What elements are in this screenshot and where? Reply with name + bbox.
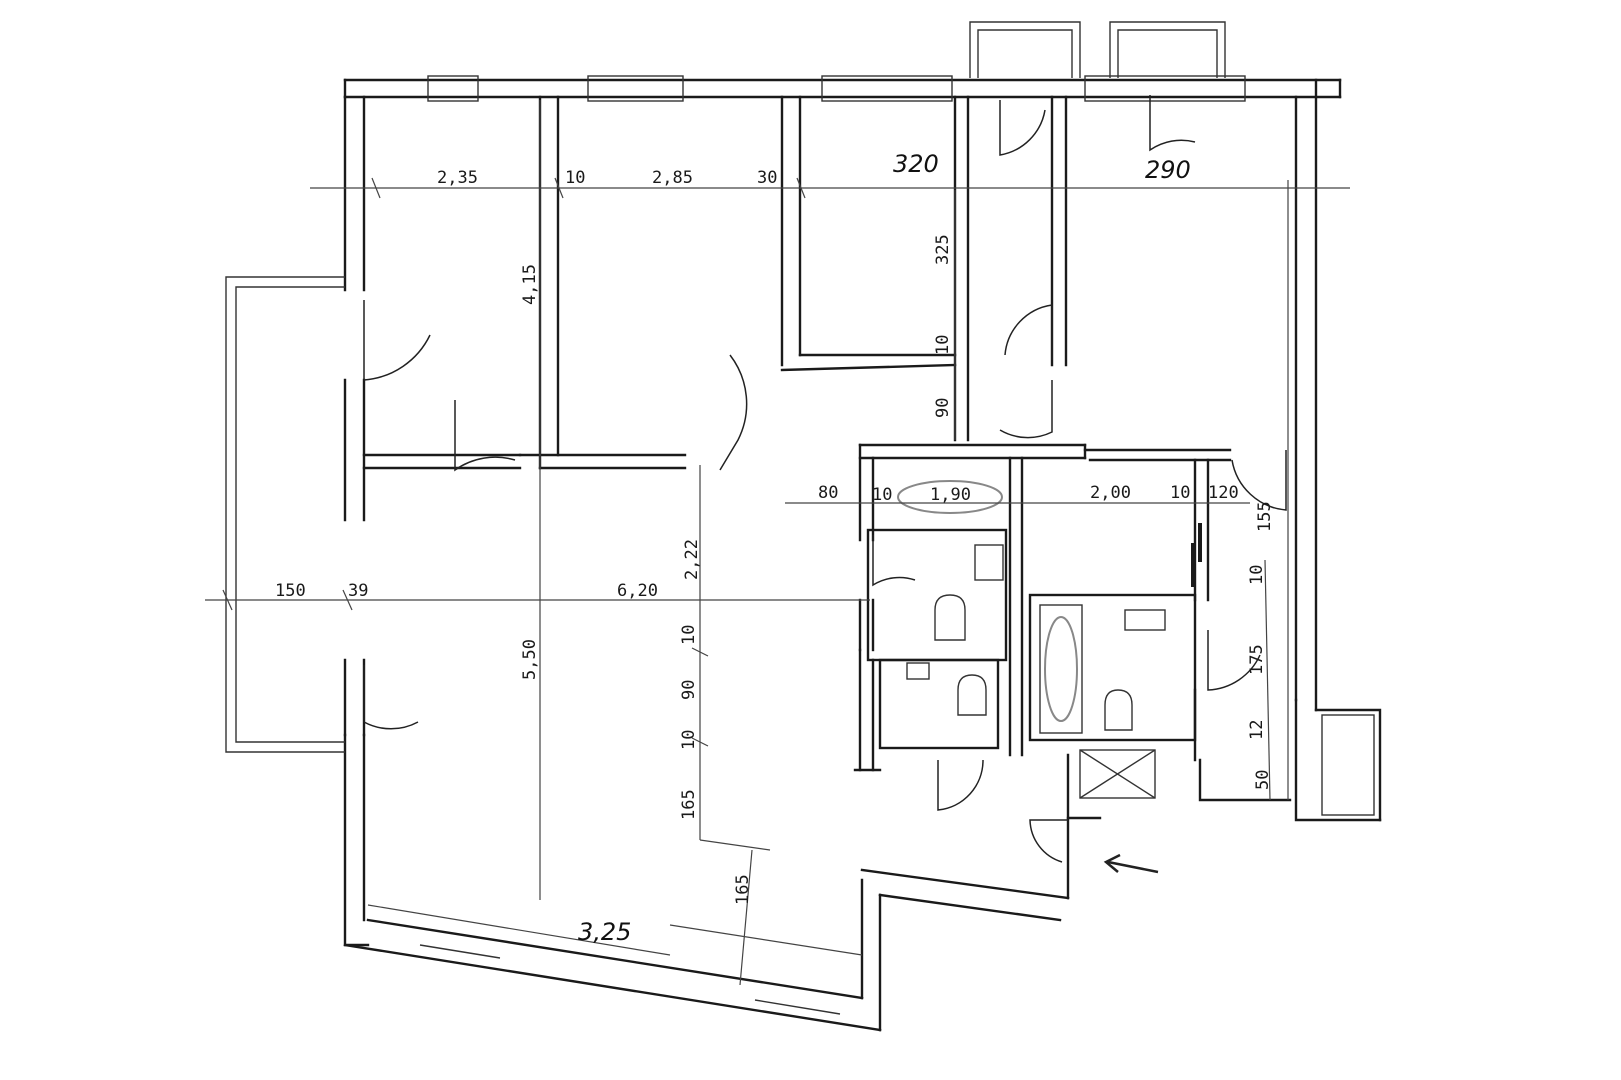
dim-label: 10 <box>1170 483 1190 503</box>
toilet-wc1 <box>934 594 966 641</box>
interior-walls <box>362 95 1292 820</box>
dim-label: 120 <box>1208 483 1239 503</box>
sink-wc1 <box>974 544 1004 581</box>
label-highlight <box>897 480 1003 514</box>
toilet-wc2 <box>957 674 987 716</box>
bathtub <box>1039 604 1083 734</box>
sink-bath <box>1124 609 1166 631</box>
dim-label: 175 <box>1247 644 1267 675</box>
dim-label: 165 <box>733 874 753 905</box>
dim-label: 165 <box>679 789 699 820</box>
outer-walls <box>343 21 1382 1032</box>
dim-label: 50 <box>1253 770 1273 790</box>
dim-label: 2,00 <box>1090 483 1131 503</box>
dimension-labels: 2,35 10 2,85 30 320 290 325 4,15 10 90 8… <box>275 150 1275 946</box>
toilet-bath <box>1104 689 1133 731</box>
dim-label: 150 <box>275 581 306 601</box>
bathtub-highlight <box>1044 616 1078 722</box>
dim-label: 6,20 <box>617 581 658 601</box>
dim-label: 10 <box>933 335 953 355</box>
dim-label: 90 <box>933 398 953 418</box>
dim-label: 320 <box>893 150 939 178</box>
dim-label: 10 <box>872 485 892 505</box>
entry-arrow-icon <box>1103 853 1159 874</box>
dim-label: 10 <box>565 168 585 188</box>
dim-label: 10 <box>1247 565 1267 585</box>
dim-label: 5,50 <box>520 639 540 680</box>
dim-label: 2,85 <box>652 168 693 188</box>
dim-label: 290 <box>1145 156 1191 184</box>
left-balcony <box>225 276 345 753</box>
dim-label: 4,15 <box>520 264 540 305</box>
dim-label: 10 <box>679 730 699 750</box>
dim-label: 39 <box>348 581 368 601</box>
dim-label: 80 <box>818 483 838 503</box>
dim-label: 90 <box>679 680 699 700</box>
doors <box>363 95 1287 863</box>
dim-label: 12 <box>1247 720 1267 740</box>
sink-wc2 <box>906 662 930 680</box>
dim-label: 1,90 <box>930 485 971 505</box>
dim-label: 3,25 <box>578 918 631 946</box>
dim-label: 325 <box>933 234 953 265</box>
dim-label: 30 <box>757 168 777 188</box>
dimension-lines <box>205 100 1350 986</box>
fixtures <box>897 480 1202 734</box>
dim-label: 2,35 <box>437 168 478 188</box>
dim-label: 155 <box>1255 501 1275 532</box>
dim-label: 10 <box>679 625 699 645</box>
dim-label: 2,22 <box>682 539 702 580</box>
